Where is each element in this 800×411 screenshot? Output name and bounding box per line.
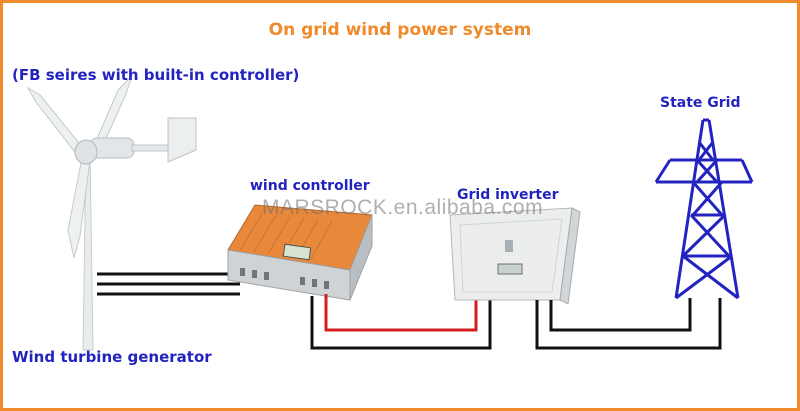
wind-controller-icon [227,204,373,301]
label-state-grid: State Grid [660,95,741,111]
label-fb-series: (FB seires with built-in controller) [12,66,300,84]
grid-inverter-icon [449,207,581,305]
turbine-cables [97,272,240,296]
wind-turbine-icon [26,75,197,351]
watermark: MARSROCK.en.alibaba.com [262,196,544,219]
transmission-tower-icon [654,118,754,300]
label-grid-inverter: Grid inverter [457,187,559,203]
label-wind-turbine: Wind turbine generator [12,348,212,366]
label-wind-controller: wind controller [250,178,370,194]
dc-wires [310,294,492,350]
ac-wires [535,298,722,350]
diagram-title: On grid wind power system [268,20,532,40]
